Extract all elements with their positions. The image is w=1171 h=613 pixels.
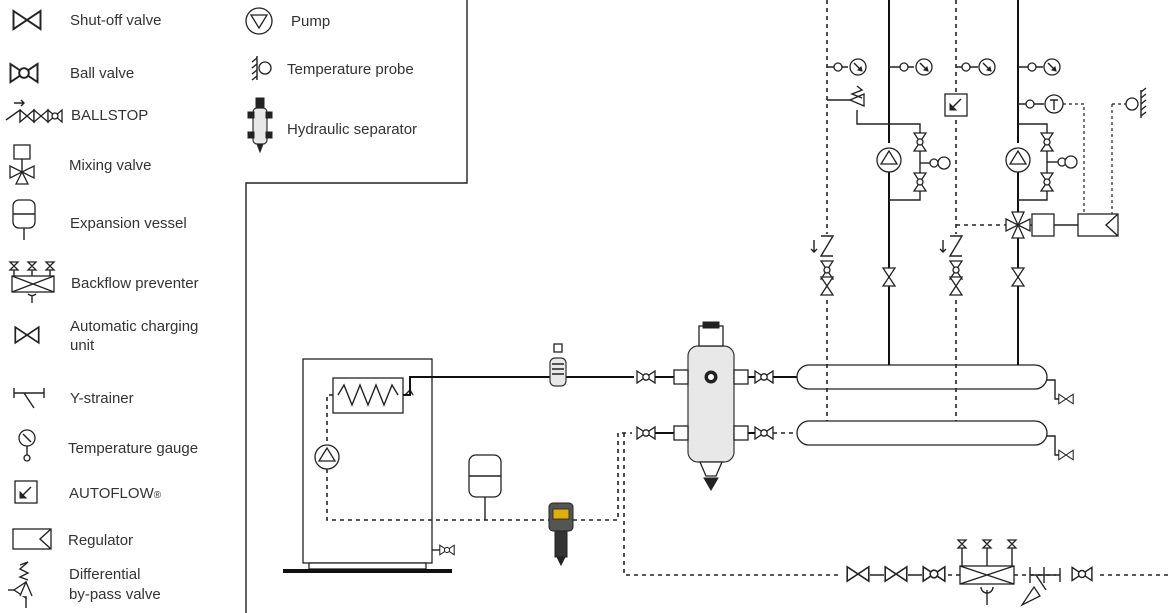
legend-label-backflow: Backflow preventer bbox=[71, 275, 199, 292]
legend-label-mixing: Mixing valve bbox=[69, 157, 152, 174]
manifold-drain-valve-top bbox=[1058, 393, 1074, 405]
circuit1-return-gauge bbox=[833, 58, 867, 76]
in-line-component-flow bbox=[549, 343, 567, 387]
autoflow-icon bbox=[14, 480, 38, 504]
mixing-valve-icon bbox=[9, 144, 35, 185]
legend-frame bbox=[245, 0, 468, 613]
manifold-drains bbox=[1047, 379, 1063, 456]
legend-label-diffbypass-2: by-pass valve bbox=[69, 586, 161, 603]
legend-label-ball: Ball valve bbox=[70, 65, 134, 82]
circuit2-pump-isolation bbox=[1018, 123, 1078, 201]
legend-label-diffbypass-1: Differential bbox=[69, 566, 140, 583]
system-expansion-vessel bbox=[468, 454, 502, 520]
pump-legend-icon bbox=[245, 7, 273, 35]
y-strainer-icon bbox=[13, 388, 45, 409]
secondary-return-ball-valve bbox=[754, 426, 774, 440]
legend-label-tgauge: Temperature gauge bbox=[68, 440, 198, 457]
circuit2-thermometer bbox=[1018, 94, 1064, 114]
circuit1-bypass-valve bbox=[827, 85, 889, 125]
primary-flow-ball-valve bbox=[636, 370, 656, 384]
circuit2-autoflow bbox=[944, 93, 968, 117]
boiler bbox=[283, 358, 452, 573]
fill-inlet-link bbox=[1044, 568, 1061, 582]
circuit2-pump bbox=[1005, 147, 1031, 173]
circuit1-flow-valve bbox=[882, 267, 896, 287]
legend-label-autoflow: AUTOFLOW® bbox=[69, 485, 162, 502]
expansion-vessel-icon bbox=[12, 199, 36, 240]
circuit2-return-valve bbox=[949, 260, 963, 296]
circuit2-regulator bbox=[1077, 213, 1119, 237]
temperature-gauge-icon bbox=[18, 429, 36, 462]
legend-label-tprobe: Temperature probe bbox=[287, 61, 414, 78]
fill-shutoff-valve bbox=[846, 566, 870, 582]
legend-label-pump: Pump bbox=[291, 13, 330, 30]
hydraulic-separator bbox=[673, 321, 749, 491]
hydraulic-separator-legend-icon bbox=[247, 97, 273, 154]
circuit1-check-valve bbox=[810, 235, 834, 257]
legend-label-regulator: Regulator bbox=[68, 532, 133, 549]
legend-label-ystrainer: Y-strainer bbox=[70, 390, 134, 407]
flow-manifold bbox=[796, 364, 1048, 390]
dirt-separator bbox=[548, 502, 574, 567]
boiler-flow-pipe bbox=[403, 376, 634, 396]
backflow-preventer-icon bbox=[8, 261, 56, 303]
return-dashed-to-dirt-separator bbox=[484, 432, 632, 521]
circuit2-flow-valve bbox=[1011, 267, 1025, 287]
temperature-probe-legend-icon bbox=[251, 56, 272, 81]
outdoor-temperature-probe bbox=[1125, 87, 1147, 118]
legend-label-shutoff: Shut-off valve bbox=[70, 12, 161, 29]
return-manifold bbox=[796, 420, 1048, 446]
legend-label-hsep: Hydraulic separator bbox=[287, 121, 417, 138]
ball-valve-icon bbox=[9, 63, 39, 83]
legend-label-autoflow-text: AUTOFLOW bbox=[69, 485, 155, 502]
shutoff-valve-icon bbox=[12, 10, 42, 30]
circuit2-return-gauge bbox=[956, 58, 996, 76]
legend-label-autocharge-1: Automatic charging bbox=[70, 318, 198, 335]
circuit2-mixing-valve bbox=[1005, 211, 1078, 239]
boiler-internal-return bbox=[326, 394, 484, 521]
boiler-drain-valve bbox=[439, 544, 455, 556]
circuit2-check-valve bbox=[939, 235, 963, 257]
fill-inlet-ball-valve bbox=[1071, 566, 1093, 582]
automatic-charging-unit-icon bbox=[14, 326, 40, 344]
circuit1-return-valve bbox=[820, 260, 834, 296]
circuit1-pump bbox=[876, 147, 902, 173]
legend-label-autocharge-2: unit bbox=[70, 337, 95, 354]
fill-y-strainer bbox=[1020, 567, 1047, 607]
secondary-flow-ball-valve bbox=[754, 370, 774, 384]
regulator-icon bbox=[12, 528, 52, 550]
boiler-pump bbox=[314, 444, 340, 470]
primary-return-ball-valve bbox=[636, 426, 656, 440]
differential-bypass-valve-icon bbox=[8, 561, 33, 608]
ballstop-icon bbox=[5, 99, 63, 124]
fill-ball-valve bbox=[922, 566, 946, 582]
fill-automatic-charging-unit bbox=[884, 566, 908, 582]
legend-label-autoflow-mark: ® bbox=[154, 490, 162, 501]
manifold-drain-valve-bottom bbox=[1058, 449, 1074, 461]
legend-label-ballstop: BALLSTOP bbox=[71, 107, 148, 124]
circuit2-flow-gauge bbox=[1018, 58, 1061, 76]
boiler-heat-exchanger bbox=[332, 377, 404, 414]
circuit1-flow-gauge bbox=[889, 58, 933, 76]
legend-label-expansion: Expansion vessel bbox=[70, 215, 187, 232]
circuit1-pump-isolation bbox=[889, 123, 951, 201]
fill-backflow-preventer bbox=[956, 539, 1018, 605]
